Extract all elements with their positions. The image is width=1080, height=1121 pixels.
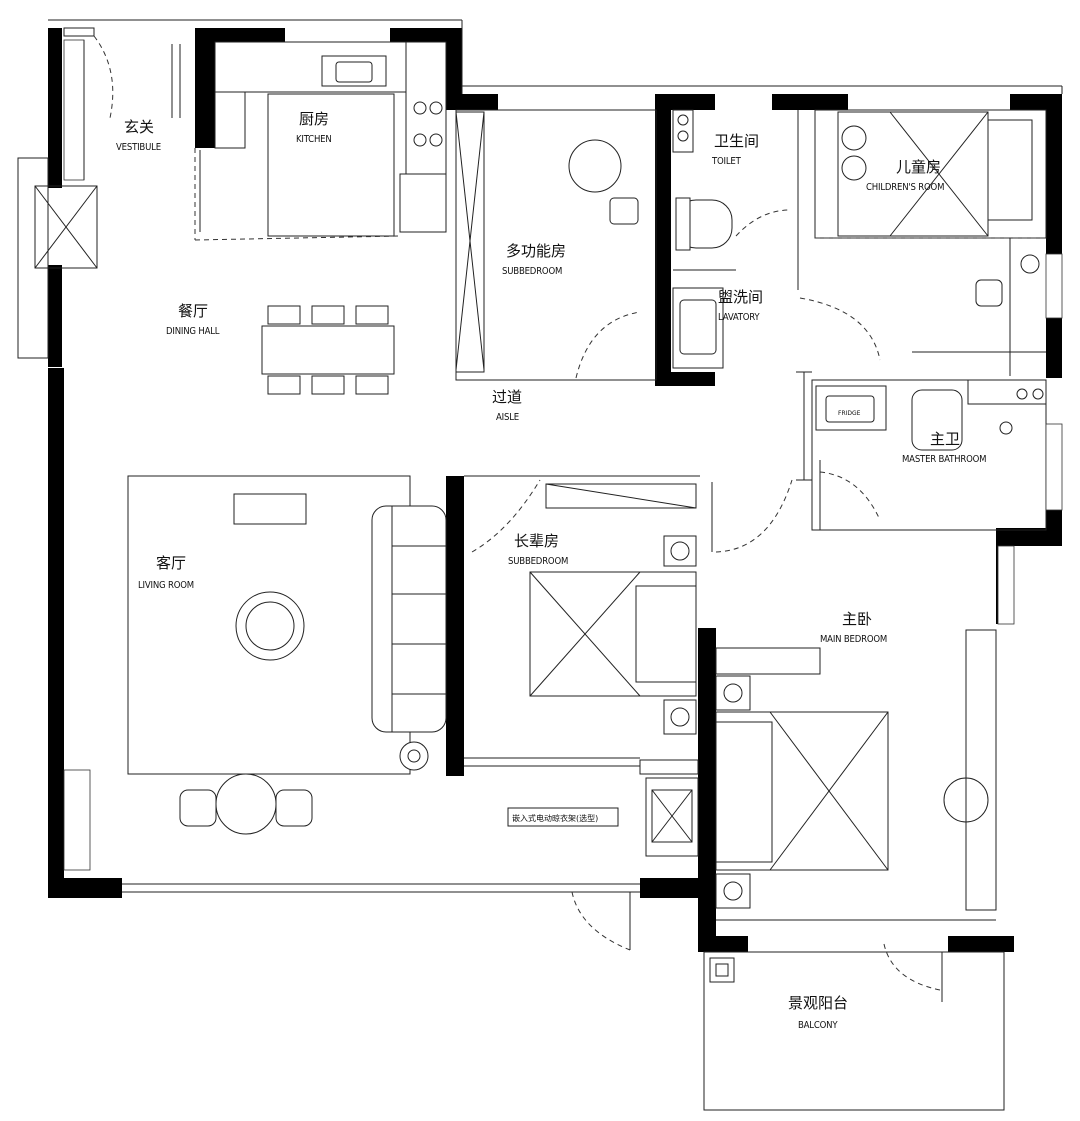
label-fridge-note: FRIDGE (838, 410, 861, 417)
partitions (17, 19, 1063, 1111)
label-elder-cn: 长辈房 (514, 532, 559, 550)
label-children-cn: 儿童房 (896, 158, 941, 176)
label-aisle-en: AISLE (496, 412, 519, 423)
label-balcony-en: BALCONY (798, 1020, 838, 1031)
room-labels: 玄关 VESTIBULE 厨房 KITCHEN 餐厅 DINING HALL 多… (116, 110, 987, 1031)
living-furniture (127, 475, 447, 835)
label-elder-en: SUBBEDROOM (508, 556, 568, 567)
label-wardrobe-note: 嵌入式电动晾衣架(选型) (512, 813, 598, 823)
dining-table (261, 305, 395, 395)
label-lavatory-en: LAVATORY (718, 312, 760, 323)
label-living-cn: 客厅 (156, 554, 186, 572)
label-multifunction-cn: 多功能房 (506, 242, 566, 260)
label-vestibule-en: VESTIBULE (116, 142, 161, 153)
label-toilet-cn: 卫生间 (714, 132, 759, 150)
label-vestibule-cn: 玄关 (124, 118, 154, 136)
label-toilet-en: TOILET (711, 156, 742, 167)
label-children-en: CHILDREN'S ROOM (866, 182, 944, 193)
label-aisle-cn: 过道 (492, 388, 522, 406)
structural-walls (48, 28, 1062, 952)
label-living-en: LIVING ROOM (138, 580, 194, 591)
label-multifunction-en: SUBBEDROOM (502, 266, 562, 277)
label-main-bedroom-cn: 主卧 (842, 610, 872, 628)
label-dining-en: DINING HALL (166, 326, 220, 337)
label-main-bedroom-en: MAIN BEDROOM (820, 634, 887, 645)
label-balcony-cn: 景观阳台 (788, 994, 848, 1012)
label-kitchen-en: KITCHEN (296, 134, 332, 145)
label-master-bath-en: MASTER BATHROOM (902, 454, 986, 465)
label-lavatory-cn: 盥洗间 (718, 288, 763, 306)
label-master-bath-cn: 主卫 (930, 430, 960, 448)
label-dining-cn: 餐厅 (178, 302, 208, 320)
label-kitchen-cn: 厨房 (299, 110, 329, 128)
